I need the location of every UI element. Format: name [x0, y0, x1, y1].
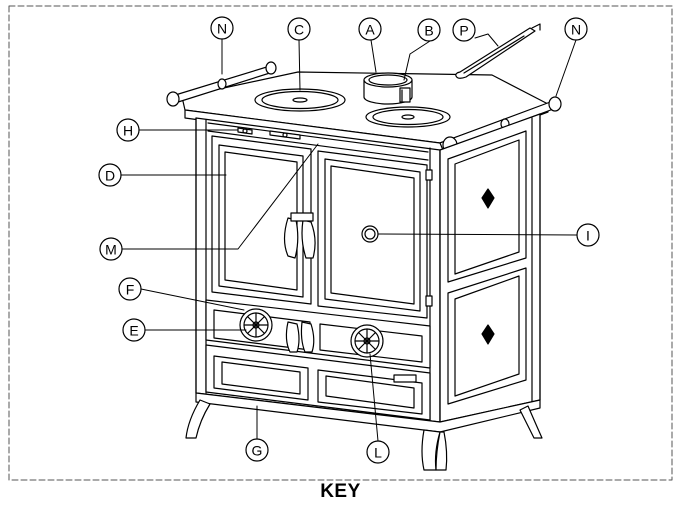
svg-text:D: D: [105, 168, 115, 184]
lower-handle: [285, 321, 315, 353]
callout-f: F: [118, 277, 142, 301]
hotplate-right: [365, 106, 451, 128]
front-posts: [195, 117, 441, 423]
callout-m: M: [99, 237, 123, 261]
stove-illustration: [166, 23, 562, 471]
svg-text:B: B: [424, 23, 433, 39]
door-hinges: [425, 169, 433, 307]
leader-lines: [120, 33, 578, 442]
callout-i: I: [576, 223, 600, 247]
figure-caption: KEY: [320, 481, 361, 502]
callout-l: L: [366, 440, 390, 464]
door-handles: [283, 212, 316, 259]
flue-collar: [363, 72, 413, 105]
side-post: [531, 113, 541, 403]
callout-p: P: [452, 18, 476, 42]
callout-n-left: N: [210, 16, 234, 40]
left-door: [211, 135, 312, 305]
svg-text:N: N: [217, 21, 227, 37]
callout-e: E: [122, 318, 146, 342]
callouts: N C A B P N H D: [98, 16, 600, 464]
dashed-frame: [8, 5, 673, 481]
svg-text:A: A: [365, 22, 375, 38]
svg-text:C: C: [294, 22, 304, 38]
side-panel-lower: [447, 267, 527, 405]
poker-tool: [455, 23, 541, 79]
stove-legs: [185, 399, 543, 471]
air-regulator-right: [350, 324, 384, 358]
towel-rail-left: [166, 61, 277, 107]
callout-a: A: [358, 17, 382, 41]
svg-text:M: M: [105, 242, 117, 258]
svg-text:H: H: [123, 123, 133, 139]
callout-g: G: [245, 438, 269, 462]
svg-text:I: I: [586, 228, 590, 244]
callout-c: C: [287, 17, 311, 41]
svg-text:E: E: [129, 323, 138, 339]
side-panel-upper: [447, 130, 527, 283]
callout-b: B: [417, 18, 441, 42]
svg-text:L: L: [374, 445, 382, 461]
control-bar: [207, 122, 429, 161]
base-plinth: [195, 392, 541, 433]
callout-d: D: [98, 163, 122, 187]
callout-n-right: N: [564, 17, 588, 41]
air-regulator-left: [239, 308, 273, 342]
callout-h: H: [116, 118, 140, 142]
svg-text:N: N: [571, 22, 581, 38]
thermometer: [361, 225, 379, 243]
svg-text:F: F: [126, 282, 135, 298]
svg-text:P: P: [459, 23, 468, 39]
svg-text:G: G: [252, 443, 263, 459]
